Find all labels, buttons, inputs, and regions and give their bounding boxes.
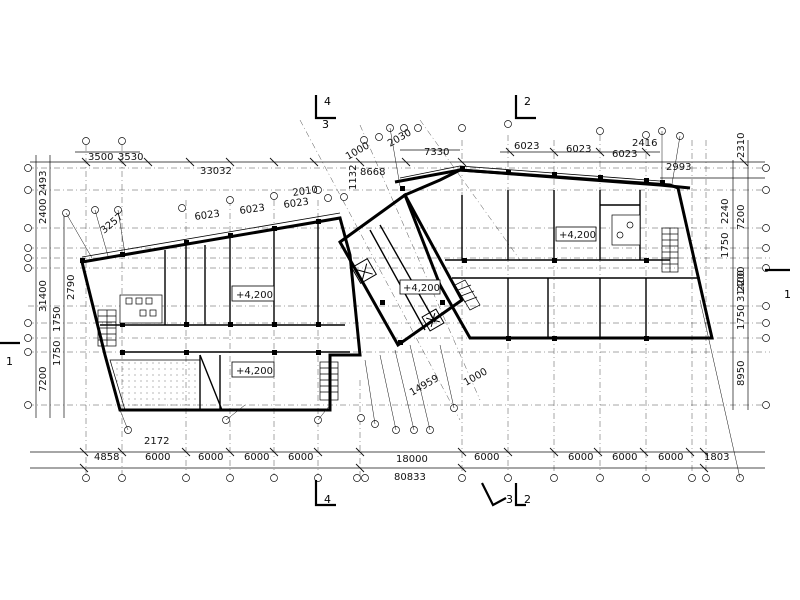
dimension-label: 2790 [66, 275, 77, 300]
dimension-label: 31400 [38, 280, 49, 312]
dimension-label: 8950 [736, 361, 747, 386]
level-label: +4,200 [403, 283, 440, 294]
dimension-label: 6023 [194, 209, 221, 223]
dimension-label: 31400 [736, 270, 747, 302]
dimension-label: 6000 [612, 452, 637, 463]
level-label: +4,200 [236, 290, 273, 301]
dimension-label: 6023 [239, 203, 266, 217]
dimension-label: 6000 [288, 452, 313, 463]
dimension-label: 1750 [736, 305, 747, 330]
dimension-label: 1132 [348, 165, 359, 190]
level-labels: +4,200 +4,200 +4,200 +4,200 [236, 230, 596, 377]
dimension-label: 6023 [283, 197, 310, 211]
section-mark: 1 [6, 355, 13, 368]
dimension-label: 6000 [145, 452, 170, 463]
dimension-label: 6000 [474, 452, 499, 463]
dimension-label: 6000 [568, 452, 593, 463]
dimension-label: 3500 [88, 152, 113, 163]
wc-block [119, 214, 641, 324]
dimension-label: 18000 [396, 454, 428, 465]
dimension-label: 7330 [424, 147, 449, 158]
building-walls [80, 168, 714, 412]
dimension-label: 2416 [632, 138, 657, 149]
dimension-label: 2400 [38, 199, 49, 224]
dimension-label: 2240 [720, 199, 731, 224]
dimension-label: 2493 [38, 171, 49, 196]
section-mark: 3 [506, 493, 513, 506]
dimension-label: 14959 [408, 373, 441, 398]
columns [80, 166, 665, 355]
dimension-label: 8668 [360, 167, 385, 178]
dimension-label: 33032 [200, 166, 232, 177]
dimension-label: 2172 [144, 436, 169, 447]
dimension-label: 1000 [462, 366, 490, 388]
terrace [109, 359, 201, 411]
dimension-label: 1750 [720, 233, 731, 258]
dimension-label: 6023 [514, 141, 539, 152]
dimension-label: 6000 [658, 452, 683, 463]
dimension-label: 80833 [394, 472, 426, 483]
dimension-label: 2310 [736, 133, 747, 158]
section-mark: 2 [524, 95, 531, 108]
dimension-label: 7200 [736, 205, 747, 230]
dimension-label: 6000 [244, 452, 269, 463]
dimension-label: 1803 [704, 452, 729, 463]
section-cut-lines [0, 95, 790, 507]
dimension-label: 2993 [666, 162, 691, 173]
staircases [97, 227, 679, 401]
section-mark: 1 [784, 288, 791, 301]
dimension-label: 1750 [52, 307, 63, 332]
level-label: +4,200 [559, 230, 596, 241]
dimension-label: 4858 [94, 452, 119, 463]
lift-shafts [351, 258, 445, 332]
dimension-label: 3530 [118, 152, 143, 163]
leader-lines [65, 127, 741, 479]
section-mark: 4 [324, 493, 331, 506]
axis-bubbles [24, 120, 770, 482]
dimension-label: 6023 [566, 144, 591, 155]
level-boxes [231, 226, 597, 378]
dimension-lines [30, 140, 765, 473]
dimension-label: 2010 [292, 185, 319, 199]
dimension-label: 2200 [736, 267, 747, 292]
dimension-label: 6023 [612, 149, 637, 160]
dimension-label: 7200 [38, 367, 49, 392]
dimension-label: 1750 [52, 341, 63, 366]
section-mark: 4 [324, 95, 331, 108]
section-mark: 2 [524, 493, 531, 506]
section-mark: 3 [322, 118, 329, 131]
dimension-label: 6000 [198, 452, 223, 463]
section-cut-labels: 4 3 2 1 1 4 3 2 [6, 95, 791, 506]
level-label: +4,200 [236, 366, 273, 377]
